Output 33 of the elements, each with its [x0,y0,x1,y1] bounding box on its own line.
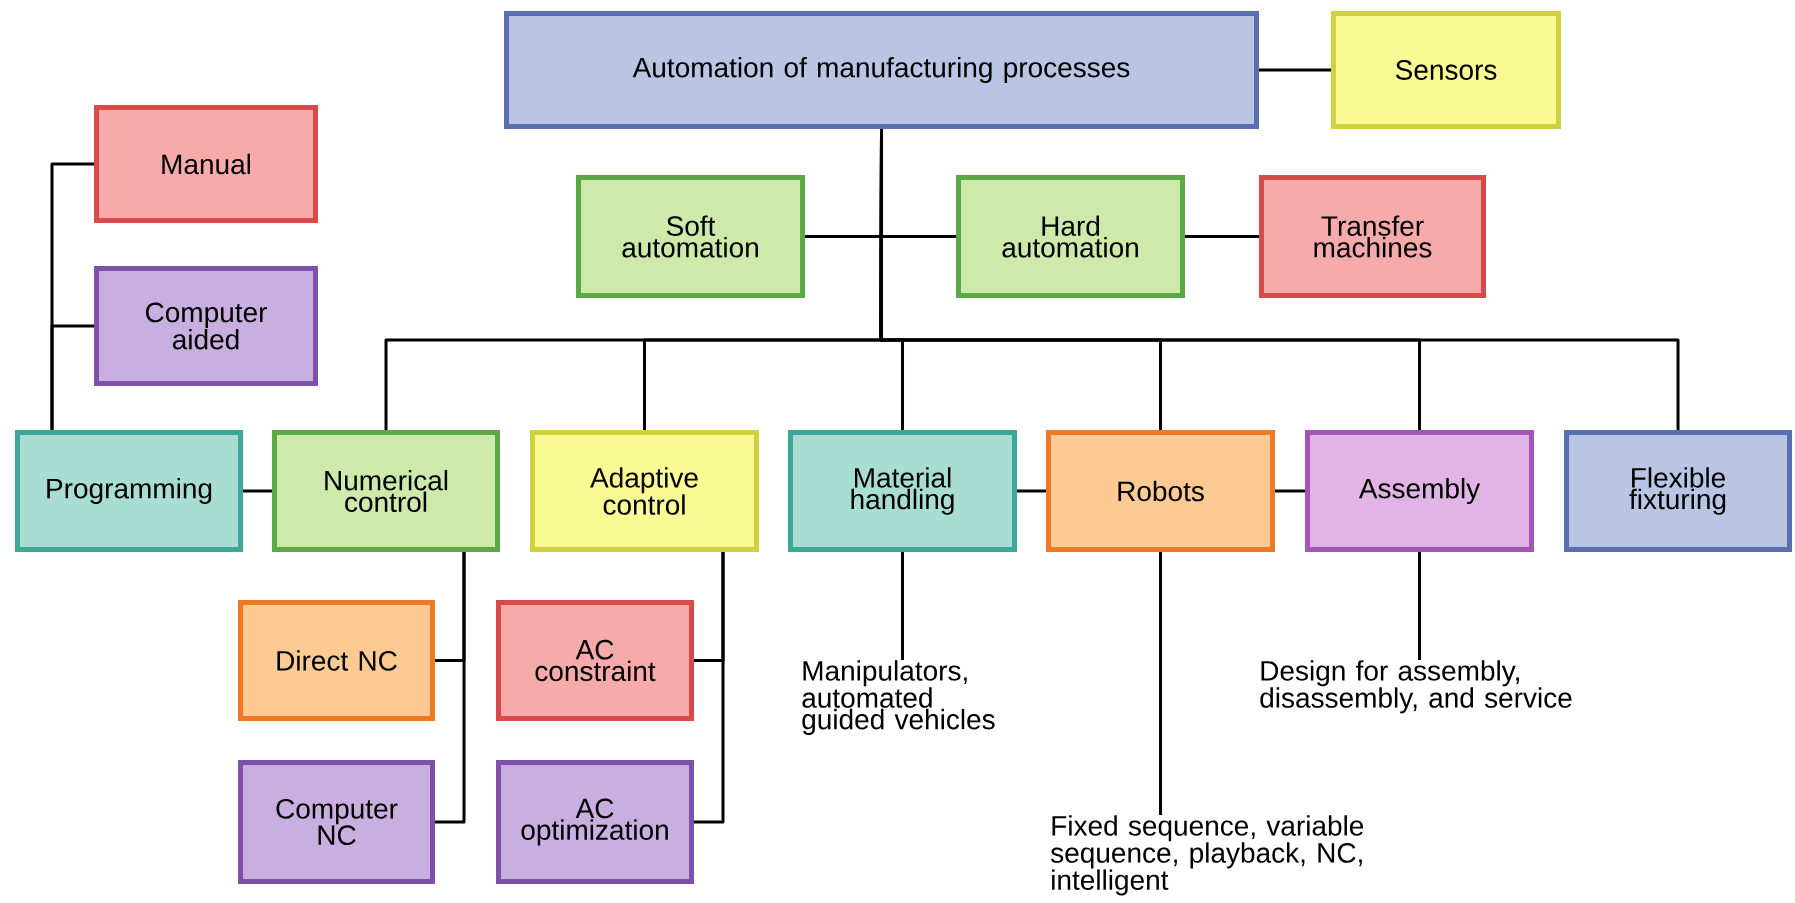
process-box: Transfer machines [1259,175,1486,298]
process-box: Adaptive control [530,430,759,552]
connector-line [879,129,1680,430]
process-box: Robots [1046,430,1275,552]
connector-line [1418,552,1421,660]
connector-line [1275,489,1305,493]
note-text: Manipulators, automated guided vehicles [802,660,995,735]
connector-line [1017,489,1046,493]
process-box: Automation of manufacturing processes [504,11,1259,129]
process-box: Computer NC [238,760,435,884]
process-box: Sensors [1331,11,1561,129]
connector-line [50,324,94,430]
process-box: Hard automation [956,175,1185,298]
process-box: Flexible fixturing [1564,430,1792,552]
connector-line [1159,552,1162,815]
note-text: Fixed sequence, variable sequence, playback, NC, intelligent [1051,815,1364,896]
process-box: Programming [15,430,243,552]
process-box: Material handling [788,430,1017,552]
process-box: AC constraint [496,600,694,721]
process-box: Direct NC [238,600,435,721]
connector-line [1185,235,1259,238]
process-box: Computer aided [94,266,318,386]
connector-line [435,552,466,824]
connector-line [1259,68,1331,72]
process-box: Numerical control [272,430,500,552]
process-box: Soft automation [576,175,805,298]
process-box: Assembly [1305,430,1534,552]
connector-line [694,552,725,824]
connector-line [901,552,904,660]
process-box: AC optimization [496,760,694,884]
note-text: Design for assembly, disassembly, and service [1260,660,1572,714]
process-box: Manual [94,105,318,223]
connector-line [243,489,272,493]
